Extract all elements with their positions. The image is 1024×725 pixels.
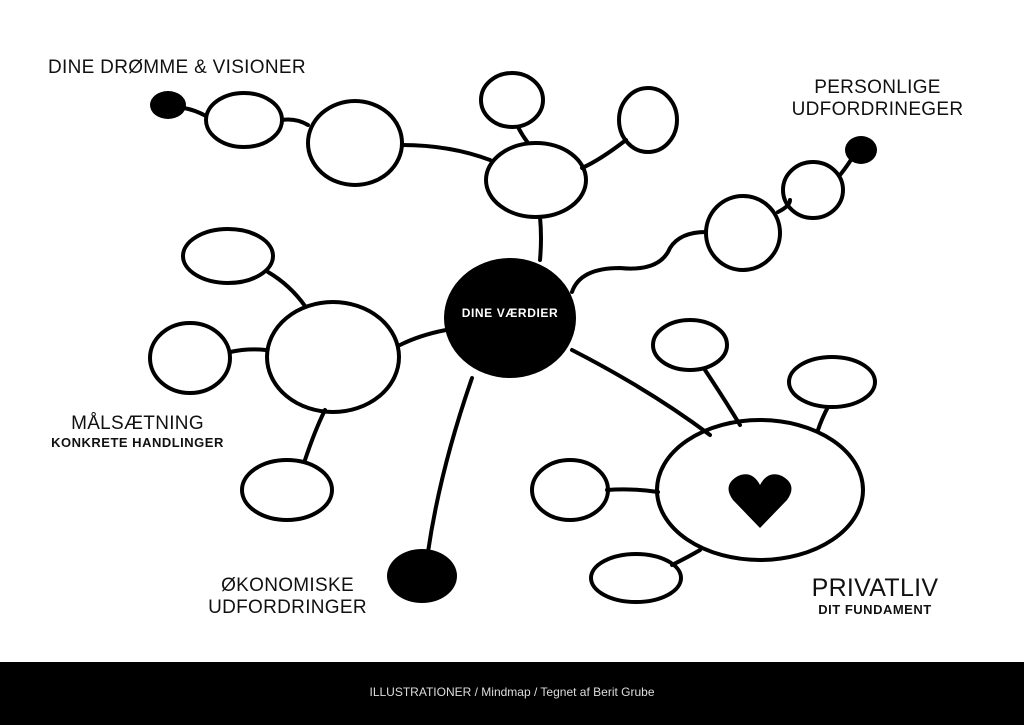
node bbox=[306, 99, 404, 187]
node bbox=[479, 71, 545, 129]
label-dreams: DINE DRØMME & VISIONER bbox=[48, 57, 306, 78]
label-goals-title: MÅLSÆTNING bbox=[71, 413, 204, 434]
label-goals: MÅLSÆTNING KONKRETE HANDLINGER bbox=[30, 413, 245, 451]
connector bbox=[703, 368, 742, 427]
connector bbox=[400, 143, 492, 162]
label-economy-line2: UDFORDRINGER bbox=[208, 597, 367, 618]
center-node bbox=[444, 258, 576, 378]
connector bbox=[580, 138, 628, 170]
connector bbox=[303, 408, 327, 462]
connector bbox=[570, 230, 708, 294]
filled-node bbox=[150, 91, 186, 119]
node bbox=[655, 418, 865, 562]
label-private-title: PRIVATLIV bbox=[811, 574, 939, 602]
mindmap-drawing bbox=[148, 71, 877, 604]
label-goals-sub: KONKRETE HANDLINGER bbox=[51, 435, 224, 450]
heart-icon bbox=[728, 474, 792, 528]
connector bbox=[426, 376, 474, 554]
label-private-sub: DIT FUNDAMENT bbox=[818, 602, 932, 617]
node bbox=[704, 194, 782, 272]
connector bbox=[516, 125, 530, 145]
connector bbox=[266, 270, 307, 308]
label-private: PRIVATLIV DIT FUNDAMENT bbox=[800, 575, 950, 618]
label-economy-line1: ØKONOMISKE bbox=[221, 575, 354, 596]
filled-node bbox=[387, 549, 457, 603]
label-personal: PERSONLIGE UDFORDRINEGER bbox=[790, 77, 965, 121]
node bbox=[589, 552, 683, 604]
node bbox=[181, 227, 275, 285]
connector bbox=[228, 347, 268, 354]
node bbox=[617, 86, 679, 154]
footer-bar: ILLUSTRATIONER / Mindmap / Tegnet af Ber… bbox=[0, 662, 1024, 725]
connector bbox=[816, 405, 830, 432]
connector bbox=[398, 328, 448, 347]
node bbox=[651, 318, 729, 372]
filled-node bbox=[845, 136, 877, 164]
node bbox=[265, 300, 401, 414]
node bbox=[781, 160, 845, 220]
connector bbox=[538, 215, 543, 262]
node bbox=[148, 321, 232, 395]
node bbox=[787, 355, 877, 409]
label-center: DINE VÆRDIER bbox=[461, 306, 559, 320]
connector bbox=[280, 117, 310, 127]
connector bbox=[838, 156, 854, 177]
connector bbox=[570, 348, 712, 437]
connector bbox=[605, 487, 660, 494]
footer-caption: ILLUSTRATIONER / Mindmap / Tegnet af Ber… bbox=[369, 685, 655, 699]
label-economy: ØKONOMISKE UDFORDRINGER bbox=[200, 575, 375, 619]
node bbox=[204, 91, 284, 149]
node bbox=[484, 141, 588, 219]
connector bbox=[182, 106, 208, 118]
label-personal-line2: UDFORDRINEGER bbox=[791, 99, 964, 120]
connector bbox=[670, 548, 702, 567]
node bbox=[530, 458, 610, 522]
node bbox=[240, 458, 334, 522]
label-personal-line1: PERSONLIGE bbox=[814, 77, 941, 98]
